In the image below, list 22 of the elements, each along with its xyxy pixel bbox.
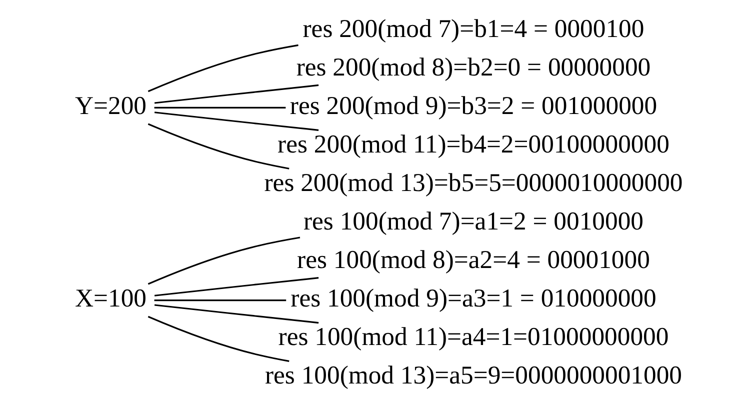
node-text: res 100(mod 9)=a3=1 = 010000000	[290, 283, 656, 312]
connector	[147, 236, 300, 285]
connector	[154, 304, 318, 324]
node-text: res 200(mod 8)=b2=0 = 00000000	[296, 52, 650, 82]
connector	[154, 300, 286, 302]
node-text: res 100(mod 13)=a5=9=0000000001000	[264, 360, 682, 390]
connector	[147, 44, 298, 92]
connector	[154, 84, 318, 104]
connector	[154, 277, 318, 296]
node-text: res 100(mod 8)=a2=4 = 00001000	[296, 244, 650, 274]
node-text: res 200(mod 13)=b5=5=0000010000000	[264, 168, 682, 197]
node-text: res 200(mod 11)=b4=2=00100000000	[277, 129, 669, 158]
node-text: res 100(mod 7)=a1=2 = 0010000	[302, 206, 644, 236]
connector	[154, 112, 318, 131]
node-text: X=100	[74, 283, 146, 312]
node-text: res 200(mod 7)=b1=4 = 0000100	[302, 14, 644, 43]
connector	[147, 123, 289, 170]
node-text: res 200(mod 9)=b3=2 = 001000000	[289, 90, 657, 120]
node-text: Y=200	[74, 90, 146, 120]
connector	[147, 316, 289, 362]
connector	[154, 106, 286, 108]
node-text: res 100(mod 11)=a4=1=01000000000	[278, 322, 668, 351]
